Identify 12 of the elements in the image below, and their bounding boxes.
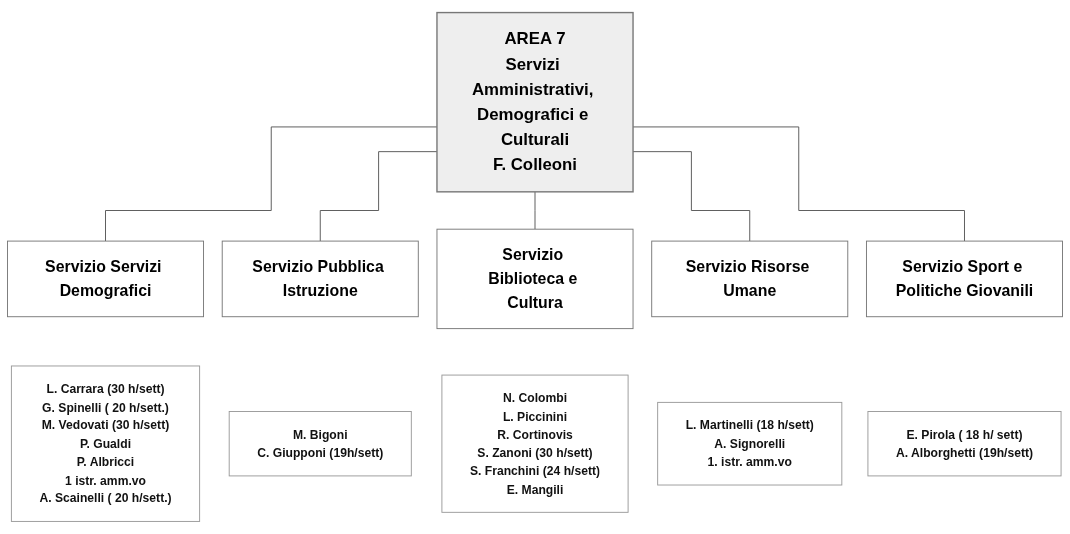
node-box: M. Bigoni C. Giupponi (19h/sett) <box>228 411 412 477</box>
node-box: Servizio Biblioteca e Cultura <box>436 228 634 330</box>
node-box: L. Carrara (30 h/sett) G. Spinelli ( 20 h/sett.) M. Vedovati (30 h/sett) P. Gualdi P. Albricci 1 istr. amm.vo A. Scainelli ( 20 h/sett.) <box>10 365 201 522</box>
node-box: AREA 7 Servizi Amministrativi, Demografici e Culturali F. Colleoni <box>436 11 634 193</box>
node-box: L. Martinelli (18 h/sett) A. Signorelli 1. istr. amm.vo <box>657 401 843 486</box>
connector <box>534 191 536 230</box>
node-box: N. Colombi L. Piccinini R. Cortinovis S. Zanoni (30 h/sett) S. Franchini (24 h/sett) E. Mangili <box>441 374 629 513</box>
node-box: Servizio Sport e Politiche Giovanili <box>866 240 1063 318</box>
node-box: Servizio Risorse Umane <box>651 240 849 318</box>
node-box: E. Pirola ( 18 h/ sett) A. Alborghetti (19h/sett) <box>867 411 1062 477</box>
node-box: Servizio Pubblica Istruzione <box>221 240 419 318</box>
node-box: Servizio Servizi Demografici <box>7 240 204 318</box>
